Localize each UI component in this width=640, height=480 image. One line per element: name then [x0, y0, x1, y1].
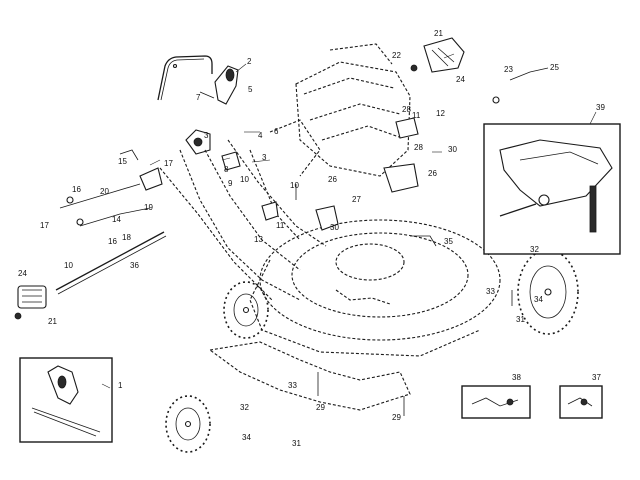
callout-11b: 11	[276, 221, 285, 230]
callout-31: 31	[516, 315, 525, 324]
wheel-adjuster-right	[410, 37, 465, 73]
front-wheel-right	[517, 249, 579, 335]
callout-36: 36	[130, 261, 139, 270]
callout-7: 7	[196, 93, 201, 102]
callout-39: 39	[596, 103, 605, 112]
handle-control-assembly	[185, 65, 239, 155]
callout-38: 38	[512, 373, 521, 382]
callout-34: 34	[534, 295, 543, 304]
small-brackets	[221, 67, 549, 247]
callout-29b: 29	[392, 413, 401, 422]
wheel-adjuster-left	[14, 285, 47, 320]
lower-handle	[159, 139, 327, 301]
callout-12: 12	[436, 109, 445, 118]
callout-32b: 32	[240, 403, 249, 412]
studs	[295, 184, 513, 416]
callout-17: 17	[164, 159, 173, 168]
callout-33b: 33	[288, 381, 297, 390]
callout-26b: 26	[328, 175, 337, 184]
inset-39-box	[483, 123, 621, 255]
callout-23: 23	[504, 65, 513, 74]
callout-24b: 24	[18, 269, 27, 278]
callout-32: 32	[530, 245, 539, 254]
callout-8: 8	[224, 165, 229, 174]
inset-38-box	[461, 385, 531, 419]
callout-14: 14	[112, 215, 121, 224]
inset-1-box	[19, 357, 113, 443]
callout-28: 28	[402, 105, 411, 114]
callout-labels: 1 2 3 3 4 5 6 7 8 9 10 10 10 11 11 12 13…	[18, 29, 605, 448]
callout-16b: 16	[108, 237, 117, 246]
callout-30: 30	[448, 145, 457, 154]
mower-deck	[249, 219, 501, 357]
callout-27: 27	[352, 195, 361, 204]
callout-5: 5	[248, 85, 253, 94]
callout-30b: 30	[330, 223, 339, 232]
callout-31b: 31	[292, 439, 301, 448]
callout-24: 24	[456, 75, 465, 84]
callout-1: 1	[118, 381, 123, 390]
callout-33: 33	[486, 287, 495, 296]
callout-13: 13	[254, 235, 263, 244]
callout-21b: 21	[48, 317, 57, 326]
callout-17b: 17	[40, 221, 49, 230]
leader-lines	[101, 53, 597, 389]
callout-37: 37	[592, 373, 601, 382]
rear-baffle	[208, 341, 411, 411]
drive-rod	[55, 231, 167, 295]
callout-10c: 10	[64, 261, 73, 270]
callout-6: 6	[274, 127, 279, 136]
callout-25: 25	[550, 63, 559, 72]
callout-2: 2	[247, 57, 252, 66]
inset-37-box	[559, 385, 603, 419]
callout-11: 11	[412, 111, 421, 120]
callout-34b: 34	[242, 433, 251, 442]
callout-28b: 28	[414, 143, 423, 152]
rear-wheel-upper	[223, 281, 269, 339]
callout-20: 20	[100, 187, 109, 196]
callout-26: 26	[428, 169, 437, 178]
callout-19: 19	[144, 203, 153, 212]
callout-22: 22	[392, 51, 401, 60]
callout-10: 10	[240, 175, 249, 184]
callout-3b: 3	[204, 131, 209, 140]
callout-29: 29	[316, 403, 325, 412]
upper-handle	[157, 55, 213, 101]
callout-35: 35	[444, 237, 453, 246]
rear-wheel-lower	[165, 395, 211, 453]
callout-3: 3	[262, 153, 267, 162]
callout-16: 16	[72, 185, 81, 194]
callout-21: 21	[434, 29, 443, 38]
engine	[269, 43, 411, 177]
callout-15: 15	[118, 157, 127, 166]
callout-9: 9	[228, 179, 233, 188]
callout-10b: 10	[290, 181, 299, 190]
callout-4: 4	[258, 131, 263, 140]
cable-assembly	[59, 149, 163, 227]
callout-18: 18	[122, 233, 131, 242]
